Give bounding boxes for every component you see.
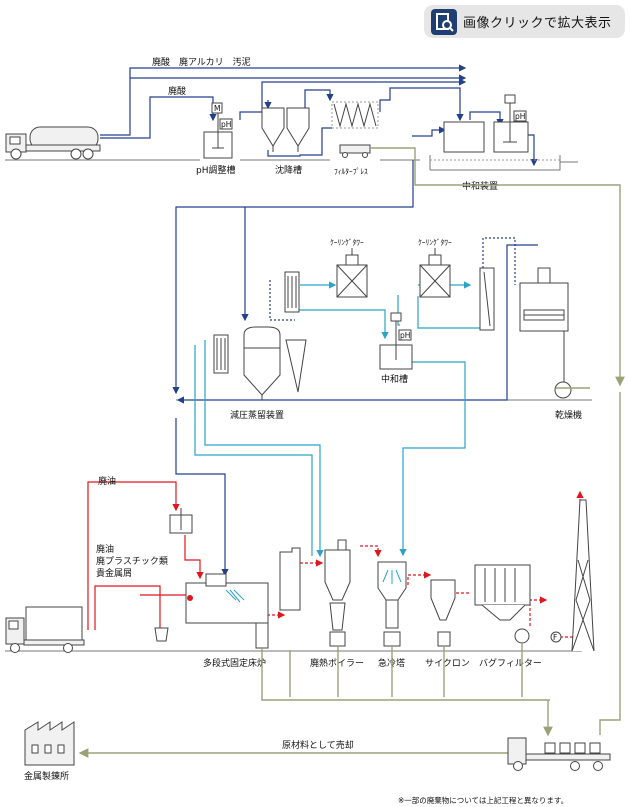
multi-stage-furnace bbox=[185, 573, 269, 649]
fan-f-tag: F bbox=[553, 633, 557, 642]
bag-filter-label: バグフィルター bbox=[479, 657, 542, 669]
bag-filter: F bbox=[474, 564, 562, 644]
sale-as-raw-material-label: 原材料として売却 bbox=[282, 739, 354, 751]
zoom-image-icon bbox=[431, 9, 457, 35]
dryer-unit bbox=[519, 267, 572, 399]
cooling-tower-1 bbox=[336, 248, 368, 298]
cyclone bbox=[430, 579, 456, 647]
dryer-label: 乾燥機 bbox=[555, 409, 582, 421]
settling-tanks bbox=[261, 107, 310, 152]
waste-acid-label: 廃酸 bbox=[168, 85, 186, 97]
delivery-truck-icon bbox=[5, 606, 85, 653]
enlarge-image-button[interactable]: 画像クリックで拡大表示 bbox=[424, 5, 625, 38]
precious-metal-scrap-label: 貴金属屑 bbox=[96, 567, 132, 579]
footnote: ※一部の廃棄物については上記工程と異なります。 bbox=[398, 795, 568, 805]
vacuum-distillation-unit bbox=[243, 326, 307, 400]
waste-acid-alkali-sludge-label: 廃酸 廃アルカリ 汚泥 bbox=[152, 56, 251, 68]
ph-meter-tag: pH bbox=[221, 120, 231, 129]
settling-tank-label: 沈降槽 bbox=[275, 164, 302, 176]
feed-hopper bbox=[154, 627, 169, 642]
waste-plastics-label: 廃プラスチック類 bbox=[96, 555, 168, 567]
filter-press-label: ﾌｨﾙﾀｰﾌﾟﾚｽ bbox=[334, 167, 368, 176]
tanker-truck-icon bbox=[5, 126, 101, 160]
heat-exchanger-3 bbox=[213, 334, 229, 374]
waste-oil-tank bbox=[169, 508, 193, 534]
smelter-label: 金属製錬所 bbox=[24, 770, 69, 782]
heat-exchanger-1 bbox=[284, 271, 300, 313]
vacuum-distillation-label: 減圧蒸留装置 bbox=[230, 409, 284, 421]
cooling-tower-1-label: ｸｰﾘﾝｸﾞﾀﾜｰ bbox=[330, 238, 364, 247]
enlarge-button-label: 画像クリックで拡大表示 bbox=[463, 16, 612, 31]
liquid-treatment-section: M pH pH調整槽 沈降槽 ﾌｨﾙﾀｰﾌﾟﾚｽ bbox=[5, 56, 578, 192]
ph-adjustment-tank: M pH bbox=[203, 102, 233, 159]
smelter-factory-icon bbox=[24, 721, 75, 766]
exhaust-stack bbox=[571, 499, 595, 652]
neutralizer-unit: pH bbox=[430, 94, 560, 161]
furnace-label: 多段式固定床炉 bbox=[203, 657, 266, 669]
neutral-tank-label: 中和槽 bbox=[381, 373, 408, 385]
quench-tower bbox=[377, 561, 407, 647]
heat-exchanger-2 bbox=[479, 267, 495, 331]
motor-tag: M bbox=[214, 104, 220, 113]
neutral-tank-ph-tag: pH bbox=[400, 331, 410, 340]
waste-oil-label-2: 廃油 bbox=[96, 543, 114, 555]
incineration-section: 多段式固定床炉 廃熱ボイラー 急冷塔 サイクロン bbox=[5, 387, 621, 782]
waste-heat-boiler bbox=[279, 539, 351, 647]
neutral-tank: pH bbox=[379, 312, 413, 370]
filter-press bbox=[331, 101, 379, 158]
neutralizer-ph-tag: pH bbox=[515, 112, 525, 121]
cooling-tower-2-label: ｸｰﾘﾝｸﾞﾀﾜｰ bbox=[418, 238, 452, 247]
waste-oil-label: 廃油 bbox=[98, 475, 116, 487]
waste-heat-boiler-label: 廃熱ボイラー bbox=[310, 657, 364, 669]
ph-adjustment-tank-label: pH調整槽 bbox=[196, 164, 235, 176]
distillation-section: ｸｰﾘﾝｸﾞﾀﾜｰ ｸｰﾘﾝｸﾞﾀﾜｰ pH bbox=[172, 160, 592, 558]
cyclone-label: サイクロン bbox=[425, 658, 470, 669]
flatbed-truck-icon bbox=[507, 737, 611, 771]
cooling-tower-2 bbox=[419, 248, 451, 298]
neutralizer-label: 中和装置 bbox=[462, 180, 498, 192]
